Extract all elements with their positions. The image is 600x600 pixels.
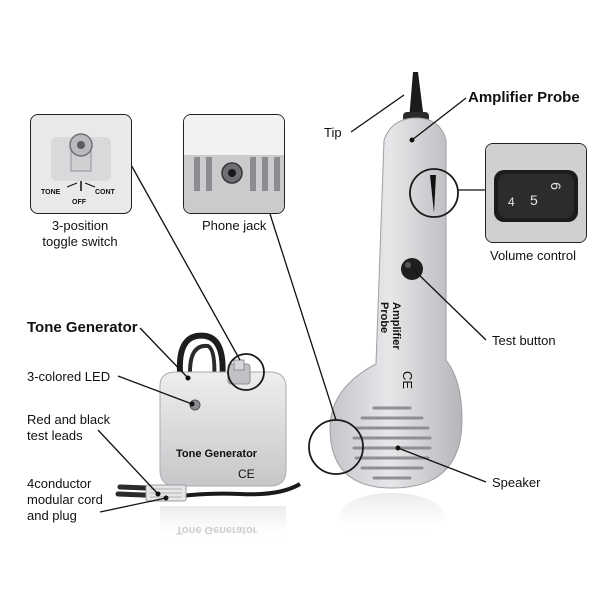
label-tip: Tip — [324, 125, 342, 140]
generator-wires — [176, 332, 226, 383]
label-test-leads-line1: Red and black — [27, 412, 111, 427]
label-modular-cord-line2: modular cord — [27, 492, 103, 507]
label-toggle-switch-line1: 3-position — [51, 218, 109, 233]
toggle-switch-inset: TONE OFF CONT — [30, 114, 132, 214]
probe-ce-mark: CE — [400, 370, 416, 390]
volume-pointer — [430, 175, 436, 213]
dial-digit-5: 5 — [530, 192, 538, 208]
phone-jack-drawing — [184, 115, 284, 213]
label-modular-cord: 4conductor modular cord and plug — [27, 476, 103, 524]
generator-reflection — [160, 506, 286, 544]
label-test-leads: Red and black test leads — [27, 412, 110, 444]
tone-generator — [115, 332, 302, 544]
volume-callout-circle — [409, 168, 459, 218]
probe-printed-line1: Amplifier — [390, 302, 402, 350]
switch-label-off: OFF — [72, 199, 86, 206]
generator-printed-label: Tone Generator — [176, 448, 258, 460]
phone-jack-inset — [183, 114, 285, 214]
probe-tip — [409, 72, 424, 120]
label-led: 3-colored LED — [27, 369, 111, 384]
generator-printed-reflection: Tone Generator — [176, 524, 258, 536]
label-volume-control: Volume control — [490, 248, 576, 263]
dial-digit-6: 6 — [547, 182, 564, 190]
leader-dots — [155, 137, 415, 501]
speaker-grille — [352, 406, 432, 480]
label-speaker: Speaker — [492, 475, 541, 490]
dial-digit-4: 4 — [508, 195, 515, 209]
label-toggle-switch: 3-position toggle switch — [30, 218, 130, 250]
switch-label-tone: TONE — [41, 189, 61, 196]
label-toggle-switch-line2: toggle switch — [42, 234, 118, 249]
probe-body — [329, 117, 463, 489]
label-test-leads-line2: test leads — [27, 428, 83, 443]
label-modular-cord-line1: 4conductor — [27, 476, 92, 491]
label-tone-generator: Tone Generator — [27, 319, 138, 336]
label-amplifier-probe: Amplifier Probe — [468, 89, 580, 106]
test-button-shape — [401, 258, 423, 280]
probe-printed-line2: Probe — [378, 302, 390, 334]
generator-ce-mark: CE — [238, 467, 255, 481]
label-modular-cord-line3: and plug — [27, 508, 77, 523]
label-test-button: Test button — [492, 333, 556, 348]
toggle-switch-drawing — [51, 133, 111, 191]
tip-callout-circle — [227, 353, 265, 391]
volume-dial-drawing — [486, 144, 586, 242]
leader-lines — [97, 94, 487, 513]
probe-reflection — [340, 493, 444, 537]
generator-body — [159, 371, 287, 487]
amplifier-probe — [329, 72, 463, 537]
volume-control-inset: 4 5 6 — [485, 143, 587, 243]
probe-printed-name: Amplifier Probe — [378, 302, 402, 350]
switch-label-cont: CONT — [95, 189, 115, 196]
label-phone-jack: Phone jack — [202, 218, 267, 233]
